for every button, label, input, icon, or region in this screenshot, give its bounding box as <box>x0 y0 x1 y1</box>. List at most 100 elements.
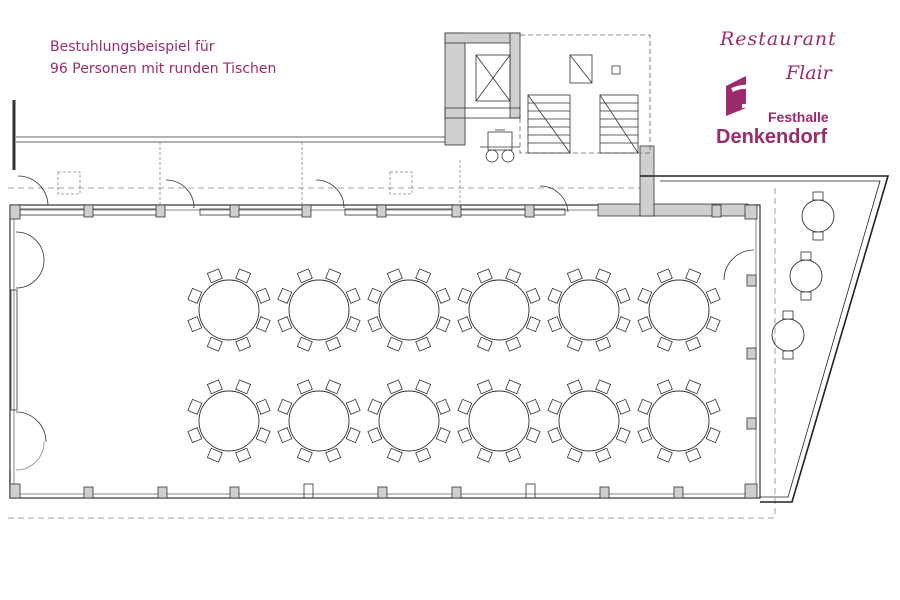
chair <box>476 447 493 463</box>
chair <box>255 316 271 333</box>
wheelchair-icon <box>480 129 520 163</box>
chair <box>386 336 403 352</box>
table-top <box>468 390 530 452</box>
chair <box>206 268 223 284</box>
chair <box>547 427 563 444</box>
chair <box>457 398 473 415</box>
chair <box>345 316 361 333</box>
chair <box>525 398 541 415</box>
chair <box>800 251 812 261</box>
chair <box>255 427 271 444</box>
chair <box>435 398 451 415</box>
chair <box>685 268 702 284</box>
table-top <box>771 318 805 352</box>
chair <box>415 447 432 463</box>
terrace <box>640 175 890 503</box>
hall-tables <box>187 268 721 463</box>
chair <box>386 268 403 284</box>
table-top <box>468 279 530 341</box>
chair <box>595 379 612 395</box>
chair <box>656 447 673 463</box>
table-top <box>801 199 835 233</box>
chair <box>255 398 271 415</box>
table-top <box>378 279 440 341</box>
chair <box>206 336 223 352</box>
table-top <box>558 279 620 341</box>
chair <box>547 398 563 415</box>
terrace-table <box>789 251 823 301</box>
chair <box>296 379 313 395</box>
chair <box>415 379 432 395</box>
chair <box>685 379 702 395</box>
logo-mark-icon <box>726 76 759 116</box>
chair <box>457 316 473 333</box>
round-table <box>637 268 721 352</box>
chair <box>325 336 342 352</box>
table-top <box>378 390 440 452</box>
chair <box>367 427 383 444</box>
table-top <box>648 279 710 341</box>
table-top <box>648 390 710 452</box>
chair <box>637 287 653 304</box>
chair <box>435 427 451 444</box>
table-top <box>789 259 823 293</box>
chair <box>637 398 653 415</box>
terrace-table <box>771 310 805 360</box>
chair <box>235 268 252 284</box>
round-table <box>187 268 271 352</box>
chair <box>277 427 293 444</box>
chair <box>325 379 342 395</box>
chair <box>566 268 583 284</box>
chair <box>637 427 653 444</box>
chair <box>296 336 313 352</box>
round-table <box>547 379 631 463</box>
chair <box>656 379 673 395</box>
chair <box>187 316 203 333</box>
chair <box>206 379 223 395</box>
chair <box>547 316 563 333</box>
table-top <box>288 390 350 452</box>
chair <box>457 427 473 444</box>
chair <box>637 316 653 333</box>
table-top <box>198 279 260 341</box>
chair <box>345 427 361 444</box>
chair <box>235 336 252 352</box>
chair <box>615 398 631 415</box>
chair <box>325 268 342 284</box>
chair <box>525 427 541 444</box>
terrace-tables <box>771 191 835 360</box>
chair <box>206 447 223 463</box>
round-table <box>367 379 451 463</box>
chair <box>255 287 271 304</box>
chair <box>457 287 473 304</box>
chair <box>187 287 203 304</box>
logo-subtitle: Festhalle <box>768 109 829 125</box>
round-table <box>547 268 631 352</box>
round-table <box>187 379 271 463</box>
chair <box>345 398 361 415</box>
table-top <box>288 279 350 341</box>
chair <box>705 316 721 333</box>
logo: Restaurant Flair Festhalle Denkendorf <box>712 28 852 158</box>
chair <box>595 447 612 463</box>
chair <box>235 447 252 463</box>
west-wall <box>10 175 755 471</box>
chair <box>547 287 563 304</box>
round-table <box>367 268 451 352</box>
chair <box>782 310 794 320</box>
hall-walls <box>9 204 761 499</box>
chair <box>367 287 383 304</box>
chair <box>505 379 522 395</box>
chair <box>476 268 493 284</box>
chair <box>476 379 493 395</box>
stair-core <box>444 32 651 210</box>
columns <box>9 204 758 499</box>
chair <box>656 268 673 284</box>
round-table <box>457 379 541 463</box>
chair <box>505 268 522 284</box>
caption: Bestuhlungsbeispiel für 96 Personen mit … <box>50 36 276 80</box>
chair <box>525 287 541 304</box>
chair <box>505 447 522 463</box>
chair <box>705 287 721 304</box>
